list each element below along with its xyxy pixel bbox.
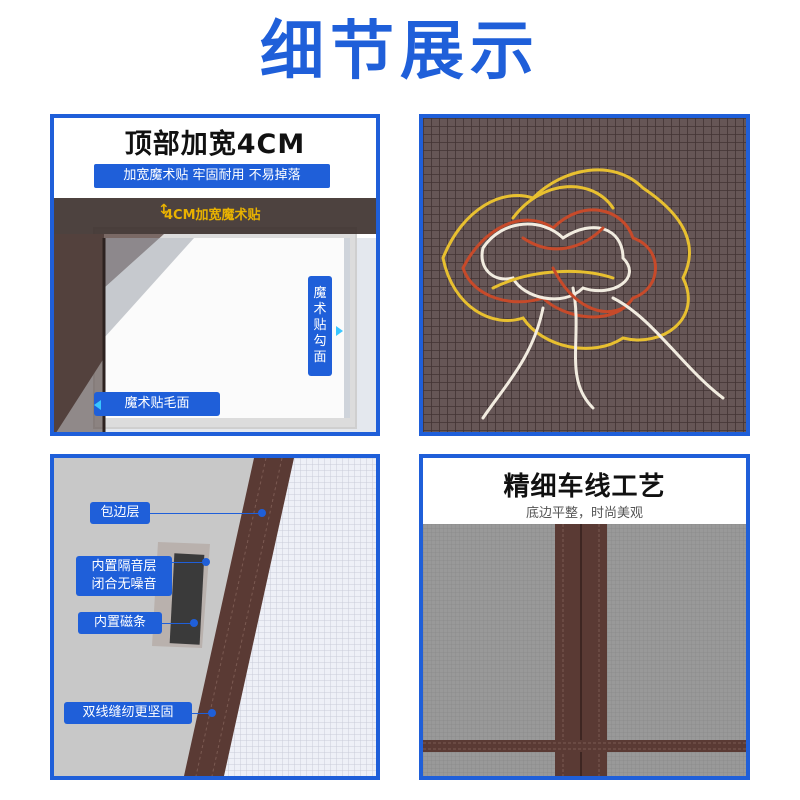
dimension-label: 4CM加宽魔术贴: [164, 208, 261, 223]
stitch-scene-image: [423, 524, 746, 776]
page-title: 细节展示: [260, 15, 540, 89]
hook-side-label: 魔术贴勾面: [308, 276, 332, 376]
sound-layer-label: 内置隔音层 闭合无噪音: [76, 556, 172, 596]
sound-layer-label-line1: 内置隔音层: [91, 559, 157, 574]
magnet-dot-icon: [190, 619, 198, 627]
velcro-scene-image: [54, 198, 376, 432]
pointer-left-icon: [94, 400, 101, 410]
edge-dot-icon: [258, 509, 266, 517]
stitch-label: 双线缝纫更坚固: [64, 702, 192, 724]
panel-mesh-threads: [419, 114, 750, 436]
panel-title: 精细车线工艺: [503, 472, 666, 502]
edge-layer-label: 包边层: [90, 502, 150, 524]
stitch-dot-icon: [208, 709, 216, 717]
panel-header: 顶部加宽4CM 加宽魔术贴 牢固耐用 不易掉落: [54, 118, 376, 198]
panel-stitch-craft: 精细车线工艺 底边平整，时尚美观: [419, 454, 750, 780]
mesh-threads-image: [423, 118, 746, 432]
panel-top-velcro: 顶部加宽4CM 加宽魔术贴 牢固耐用 不易掉落 ↕ 4CM加宽魔术贴 魔术贴勾面…: [50, 114, 380, 436]
magnet-label: 内置磁条: [78, 612, 162, 634]
dimension-arrow-icon: ↕: [158, 202, 170, 218]
loop-side-label: 魔术贴毛面: [94, 392, 220, 416]
sound-layer-label-line2: 闭合无噪音: [91, 577, 157, 592]
sound-dot-icon: [202, 558, 210, 566]
panel-subtitle-badge: 加宽魔术贴 牢固耐用 不易掉落: [94, 164, 330, 188]
panel-edge-layers: 包边层 内置隔音层 闭合无噪音 内置磁条 双线缝纫更坚固: [50, 454, 380, 780]
panel-title: 顶部加宽4CM: [124, 129, 306, 160]
stitch-leader-line: [192, 713, 212, 714]
panel-subtitle: 底边平整，时尚美观: [525, 506, 643, 521]
edge-leader-line: [150, 513, 262, 514]
sound-leader-line: [172, 562, 204, 563]
magnet-leader-line: [162, 623, 192, 624]
pointer-right-icon: [336, 326, 343, 336]
